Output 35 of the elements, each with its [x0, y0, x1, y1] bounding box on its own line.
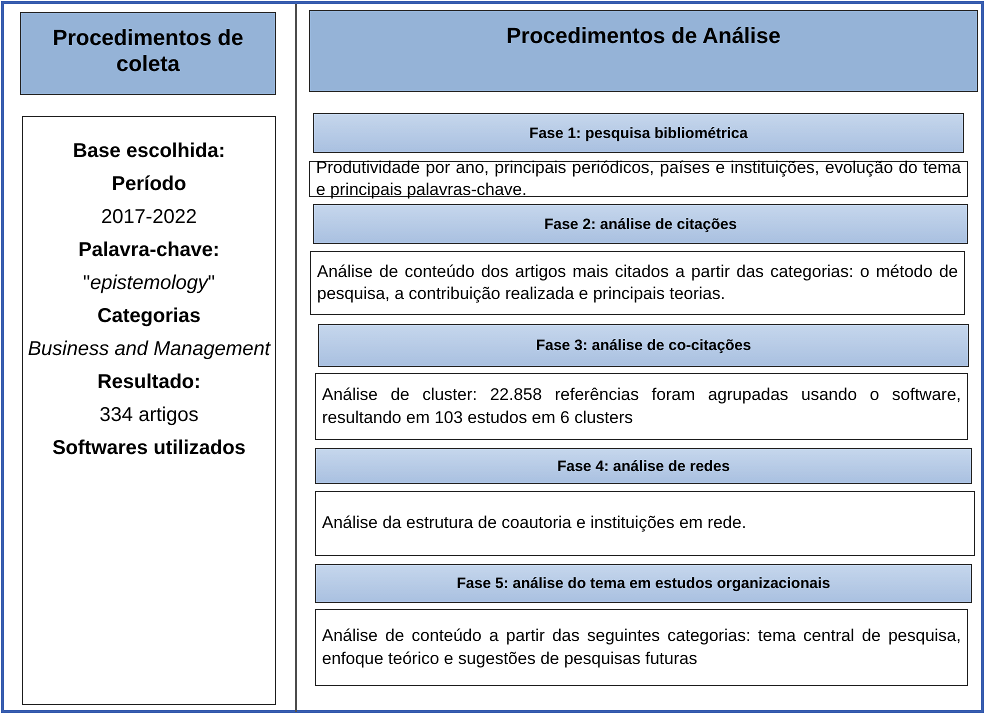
field-value: Business and Management	[28, 338, 270, 361]
phase-title: Fase 1: pesquisa bibliométrica	[529, 124, 748, 142]
description-box	[315, 609, 968, 686]
phase-bar	[313, 204, 968, 244]
field-label: Período	[112, 173, 186, 196]
phase-bar	[315, 564, 972, 603]
field-label: Resultado:	[97, 371, 201, 394]
header-box	[309, 10, 978, 92]
field-value: 334 artigos	[100, 404, 198, 427]
description-text: Análise de conteúdo dos artigos mais citados a partir das categorias: o método de pesquisa, a contribuição realizada e principais teorias.	[317, 260, 958, 305]
phase-bar	[318, 324, 969, 367]
phase-bar	[313, 113, 964, 153]
field-label: Softwares utilizados	[52, 437, 246, 460]
description-box	[310, 251, 965, 315]
description-box	[315, 373, 968, 440]
info-box	[22, 116, 276, 705]
phase-bar	[315, 448, 972, 484]
field-value: "epistemology"	[82, 272, 216, 295]
description-text: Análise de cluster: 22.858 referências foram agrupadas usando o software, resultando em 103 estudos em 6 clusters	[322, 384, 961, 428]
description-text: Análise de conteúdo a partir das seguintes categorias: tema central de pesquisa, enfoque teórico e sugestões de pesquisas futuras	[322, 625, 961, 670]
phase-title: Fase 5: análise do tema em estudos organizacionais	[456, 575, 830, 592]
phase-title: Fase 2: análise de citações	[544, 216, 737, 232]
description-text: Análise da estrutura de coautoria e instituições em rede.	[322, 512, 746, 534]
phase-title: Fase 3: análise de co-citações	[536, 337, 752, 354]
description-box	[309, 161, 968, 197]
phase-title: Fase 4: análise de redes	[557, 458, 730, 474]
description-text: Produtividade por ano, principais periódicos, países e instituições, evolução do tema e principais palavras-chave.	[316, 156, 961, 201]
field-value: 2017-2022	[101, 206, 197, 229]
field-label: Palavra-chave:	[78, 239, 220, 262]
field-label: Base escolhida:	[72, 140, 226, 163]
field-label: Categorias	[97, 305, 201, 328]
description-box	[315, 491, 975, 556]
header-text: Procedimentos de Análise	[506, 23, 781, 49]
header-box	[20, 12, 276, 95]
header-text: Procedimentos de coleta	[52, 25, 244, 77]
